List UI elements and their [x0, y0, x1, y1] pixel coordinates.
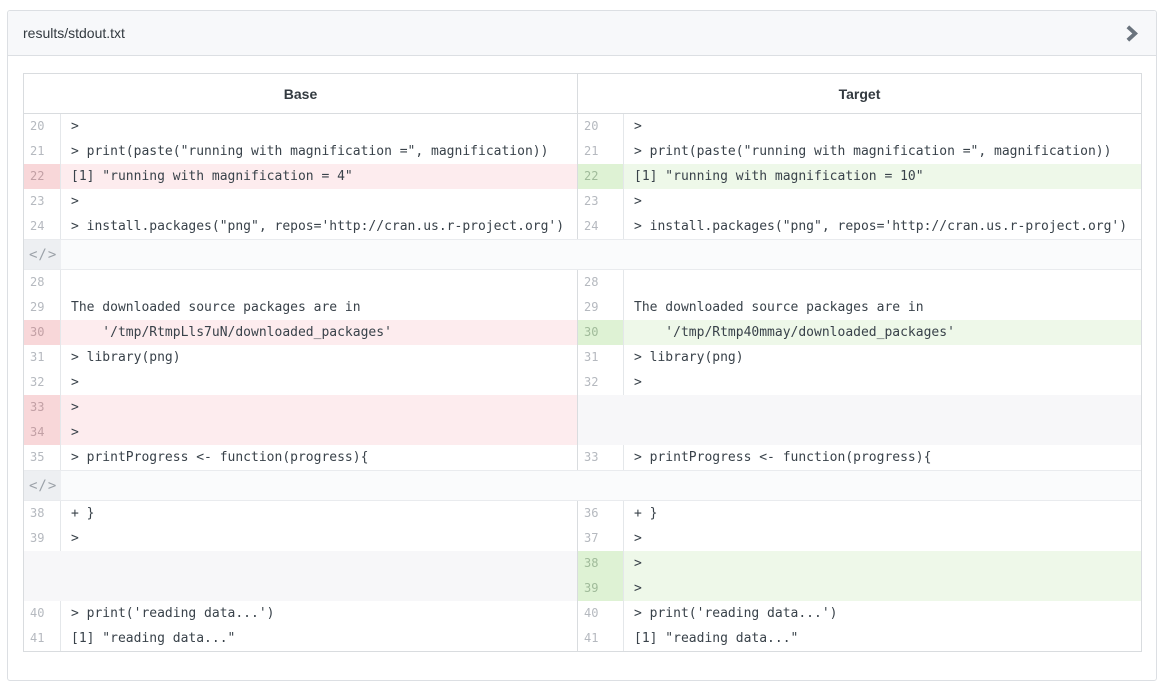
target-pane-header: Target [578, 74, 1141, 114]
target-line-number: 40 [578, 601, 624, 626]
base-line-number: 34 [24, 420, 61, 445]
target-code-line: > [634, 119, 642, 134]
target-line-number: 33 [578, 445, 624, 470]
base-line-number: 38 [24, 501, 61, 526]
base-line-number: 23 [24, 189, 61, 214]
base-code-line: > printProgress <- function(progress){ [61, 445, 578, 470]
base-code-line: > install.packages("png", repos='http://… [61, 214, 578, 239]
base-line-number: 35 [24, 445, 61, 470]
target-line-number: 31 [578, 345, 624, 370]
base-code-line: > [61, 189, 578, 214]
target-code-line: > install.packages("png", repos='http://… [634, 219, 1128, 234]
base-line-number: 30 [24, 320, 61, 345]
base-code-line: > [61, 420, 578, 445]
base-code-line: > [61, 370, 578, 395]
base-line-number: 24 [24, 214, 61, 239]
expand-row-area[interactable] [61, 239, 1141, 270]
base-code-line: [1] "reading data..." [61, 626, 578, 651]
base-code-line: > print('reading data...') [61, 601, 578, 626]
target-code-line: > [634, 375, 642, 390]
target-code-line: > [624, 576, 1141, 601]
base-line-number: 29 [24, 295, 61, 320]
base-pane-header: Base [24, 74, 578, 114]
base-line-number: 41 [24, 626, 61, 651]
target-code-line: > printProgress <- function(progress){ [634, 450, 932, 465]
target-code-line: > library(png) [634, 350, 744, 365]
target-code-line: + } [634, 506, 658, 521]
target-code-line: > [624, 551, 1141, 576]
target-code-line: [1] "running with magnification = 10" [624, 164, 1141, 189]
file-header: results/stdout.txt [8, 11, 1156, 56]
expand-code-icon[interactable]: </> [24, 470, 61, 501]
diff-card: results/stdout.txt Base Target 20>20>21>… [7, 10, 1157, 681]
target-line-number: 24 [578, 214, 624, 239]
target-gap-cell [578, 420, 1141, 445]
target-code-line: > print(paste("running with magnificatio… [634, 144, 1112, 159]
target-line-number: 38 [578, 551, 624, 576]
base-gap-cell [24, 576, 578, 601]
base-code-line: [1] "running with magnification = 4" [61, 164, 578, 189]
target-line-number: 36 [578, 501, 624, 526]
target-line-number: 37 [578, 526, 624, 551]
target-line-number: 30 [578, 320, 624, 345]
target-code-line: The downloaded source packages are in [634, 300, 924, 315]
diff-grid: Base Target 20>20>21> print(paste("runni… [23, 73, 1142, 652]
target-line-number: 20 [578, 114, 624, 139]
base-line-number: 31 [24, 345, 61, 370]
target-code-line: > [634, 194, 642, 209]
target-line-number: 32 [578, 370, 624, 395]
target-line-number: 22 [578, 164, 624, 189]
base-code-line: '/tmp/RtmpLls7uN/downloaded_packages' [61, 320, 578, 345]
card-body: Base Target 20>20>21> print(paste("runni… [8, 56, 1156, 680]
target-code-line: [1] "reading data..." [634, 631, 799, 646]
base-line-number: 39 [24, 526, 61, 551]
expand-code-icon[interactable]: </> [24, 239, 61, 270]
base-line-number: 28 [24, 270, 61, 295]
base-code-line: > [61, 114, 578, 139]
target-line-number: 29 [578, 295, 624, 320]
base-line-number: 32 [24, 370, 61, 395]
target-line-number: 41 [578, 626, 624, 651]
expand-row-area[interactable] [61, 470, 1141, 501]
base-code-line [61, 270, 578, 295]
chevron-right-icon[interactable] [1125, 24, 1138, 42]
base-line-number: 22 [24, 164, 61, 189]
base-code-line: The downloaded source packages are in [61, 295, 578, 320]
base-line-number: 20 [24, 114, 61, 139]
target-code-line: > [634, 531, 642, 546]
base-code-line: > library(png) [61, 345, 578, 370]
target-code-line [624, 270, 1141, 295]
target-line-number: 39 [578, 576, 624, 601]
base-line-number: 40 [24, 601, 61, 626]
target-line-number: 21 [578, 139, 624, 164]
base-code-line: > [61, 526, 578, 551]
target-code-line: '/tmp/Rtmp40mmay/downloaded_packages' [624, 320, 1141, 345]
target-gap-cell [578, 395, 1141, 420]
base-line-number: 33 [24, 395, 61, 420]
target-code-line: > print('reading data...') [634, 606, 838, 621]
target-line-number: 28 [578, 270, 624, 295]
base-code-line: + } [61, 501, 578, 526]
base-code-line: > print(paste("running with magnificatio… [61, 139, 578, 164]
base-line-number: 21 [24, 139, 61, 164]
file-title: results/stdout.txt [23, 25, 125, 41]
target-line-number: 23 [578, 189, 624, 214]
base-code-line: > [61, 395, 578, 420]
base-gap-cell [24, 551, 578, 576]
